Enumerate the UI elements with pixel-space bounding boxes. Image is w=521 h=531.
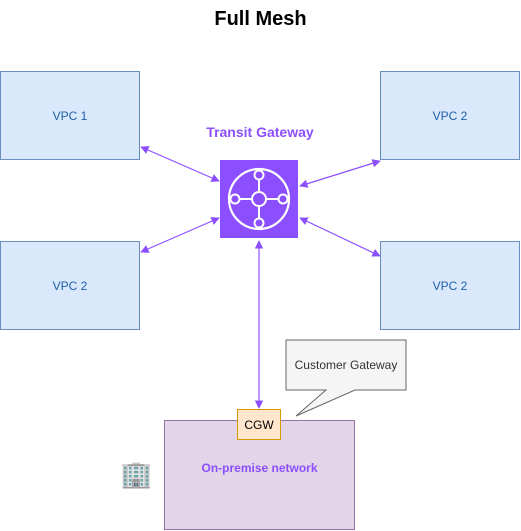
cgw-label: CGW: [244, 417, 274, 432]
vpc-label: VPC 2: [432, 278, 468, 293]
vpc-box-top-right: VPC 2: [380, 71, 520, 160]
vpc-box-bottom-left: VPC 2: [0, 241, 140, 330]
on-premise-network-label: On-premise network: [201, 461, 318, 475]
vpc-label: VPC 2: [52, 278, 88, 293]
office-building-icon: 🏢: [120, 459, 153, 489]
link-vpc1-tgw: [140, 146, 220, 182]
customer-gateway-callout-shape: [285, 339, 407, 417]
link-vpc2-bl-tgw: [140, 217, 220, 253]
customer-gateway-callout-text: Customer Gateway: [294, 358, 398, 372]
vpc-label: VPC 2: [432, 108, 468, 123]
diagram-title: Full Mesh: [214, 8, 307, 30]
transit-gateway-label: Transit Gateway: [206, 124, 314, 140]
link-vpc2-br-tgw: [299, 217, 381, 257]
cgw-node: CGW: [237, 409, 281, 440]
vpc-box-top-left: VPC 1: [0, 71, 140, 160]
vpc-box-bottom-right: VPC 2: [380, 241, 520, 330]
vpc-label: VPC 1: [52, 108, 88, 123]
transit-gateway-icon: [227, 167, 291, 231]
link-vpc2-tr-tgw: [299, 159, 381, 188]
transit-gateway-node: [220, 160, 298, 238]
